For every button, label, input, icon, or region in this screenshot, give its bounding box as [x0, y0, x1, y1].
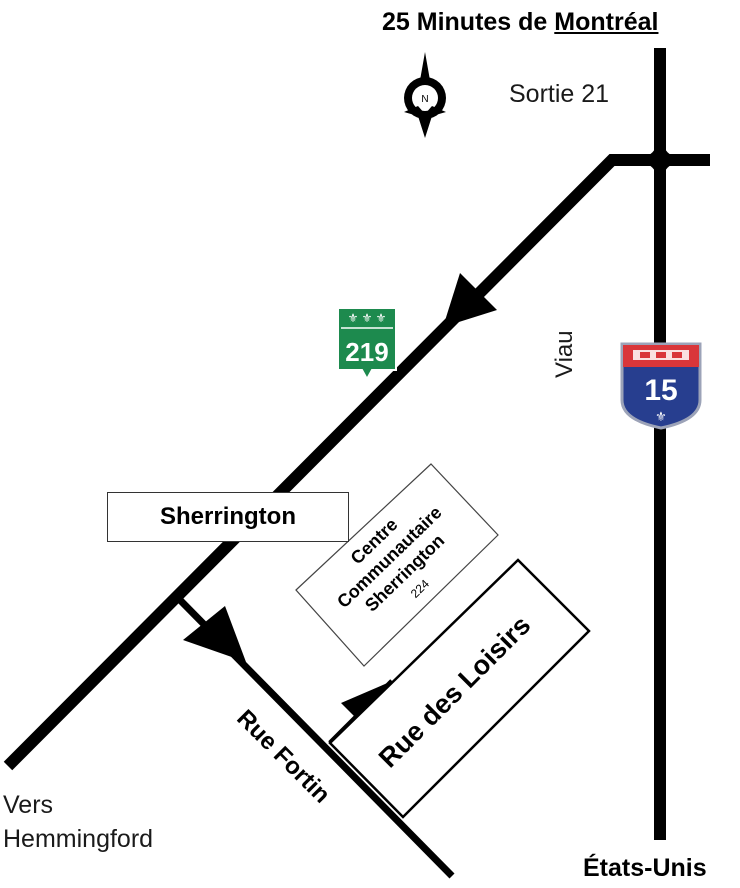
route-219-number: 219 — [345, 337, 388, 367]
title-city: Montréal — [554, 8, 659, 36]
highway-15-number: 15 — [644, 374, 677, 407]
compass-north-letter: N — [421, 94, 428, 105]
sherrington-label: Sherrington — [160, 503, 296, 530]
viau-label: Viau — [551, 330, 578, 378]
route-219-road — [3, 154, 710, 771]
vers-line-1: Vers — [3, 791, 54, 819]
svg-text:⚜: ⚜ — [348, 311, 359, 325]
title-prefix: 25 Minutes de — [382, 8, 548, 36]
hemmingford-direction-label: Vers Hemmingford — [3, 788, 153, 856]
vers-line-2: Hemmingford — [3, 825, 154, 853]
svg-text:⚜: ⚜ — [362, 311, 373, 325]
rue-des-loisirs-block — [328, 558, 591, 819]
exit-label: Sortie 21 — [509, 80, 610, 108]
centre-communautaire-outline — [295, 463, 499, 667]
sherrington-sign: Sherrington — [107, 492, 349, 542]
route-219-shield-icon: ⚜ ⚜ ⚜ 219 — [337, 307, 397, 382]
compass-icon: N — [404, 52, 446, 138]
rue-fortin-direction-arrow — [183, 606, 246, 662]
svg-text:⚜: ⚜ — [655, 410, 667, 425]
etats-unis-label: États-Unis — [583, 854, 707, 882]
highway-15-shield-icon: 15 ⚜ — [620, 342, 702, 430]
page-title: 25 Minutes de Montréal — [382, 10, 658, 35]
svg-text:⚜: ⚜ — [376, 311, 387, 325]
interchange-sortie-21 — [639, 139, 681, 181]
route-219-direction-arrow — [443, 273, 497, 327]
